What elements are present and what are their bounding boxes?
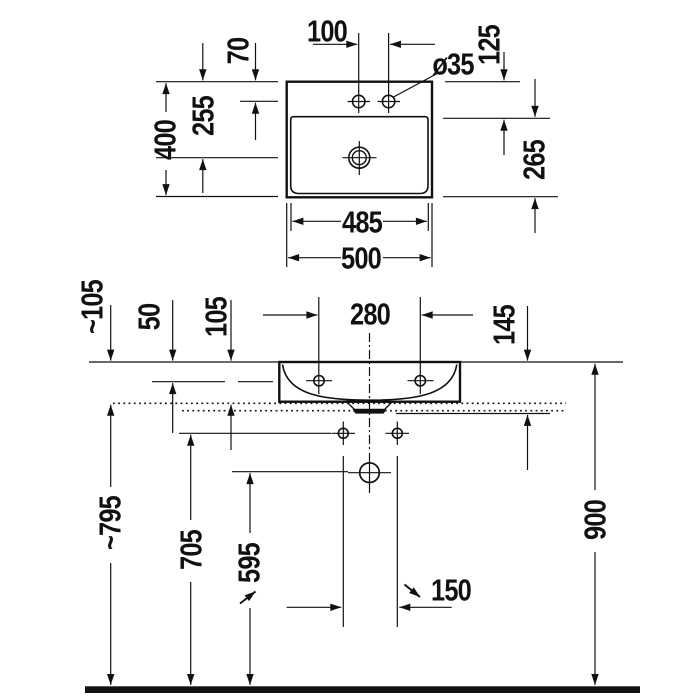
dim-label-hole-spacing: 280 — [350, 296, 391, 332]
faucet-diameter-leader — [393, 70, 442, 98]
dim-label-approx-rim-drop: ~105 — [74, 280, 110, 334]
dim-label-rim-to-bowl: 125 — [471, 25, 507, 65]
dim-label-rim-to-hole: 50 — [131, 303, 167, 331]
plan-bowl-outline — [289, 115, 429, 195]
dim-label-floor-to-drain: 595 — [231, 543, 266, 583]
front-reference-lines — [89, 297, 623, 627]
plan-basin-outline — [285, 80, 434, 199]
dim-label-drain-offset: 150 — [431, 572, 472, 608]
dim-label-rim-to-drain: 255 — [185, 96, 221, 136]
dim-label-rim-to-faucet: 70 — [220, 37, 256, 65]
dim-label-rim-to-bottom: 105 — [198, 297, 234, 337]
dim-label-width: 500 — [341, 240, 382, 276]
dim-label-floor-to-rim: 900 — [577, 500, 613, 540]
dim-label-floor-to-fixing: 705 — [173, 530, 208, 570]
plan-reference-lines — [156, 33, 558, 267]
dim-label-faucet-spacing: 100 — [307, 13, 348, 49]
dim-label-inner-width: 485 — [342, 204, 383, 240]
dim-label-faucet-diameter: ø35 — [432, 46, 474, 82]
floor-line — [85, 686, 640, 693]
dim-label-depth: 400 — [147, 120, 183, 160]
dim-label-approx-floor-to-bottom: ~795 — [92, 496, 128, 550]
front-bowl-curve — [281, 364, 458, 402]
dim-label-body-height: 145 — [486, 305, 522, 345]
front-hidden-lines — [113, 333, 566, 452]
front-dimension-arrows — [106, 300, 599, 685]
plan-dimension-arrows — [162, 40, 539, 262]
dim-label-bowl-depth: 265 — [516, 140, 552, 180]
